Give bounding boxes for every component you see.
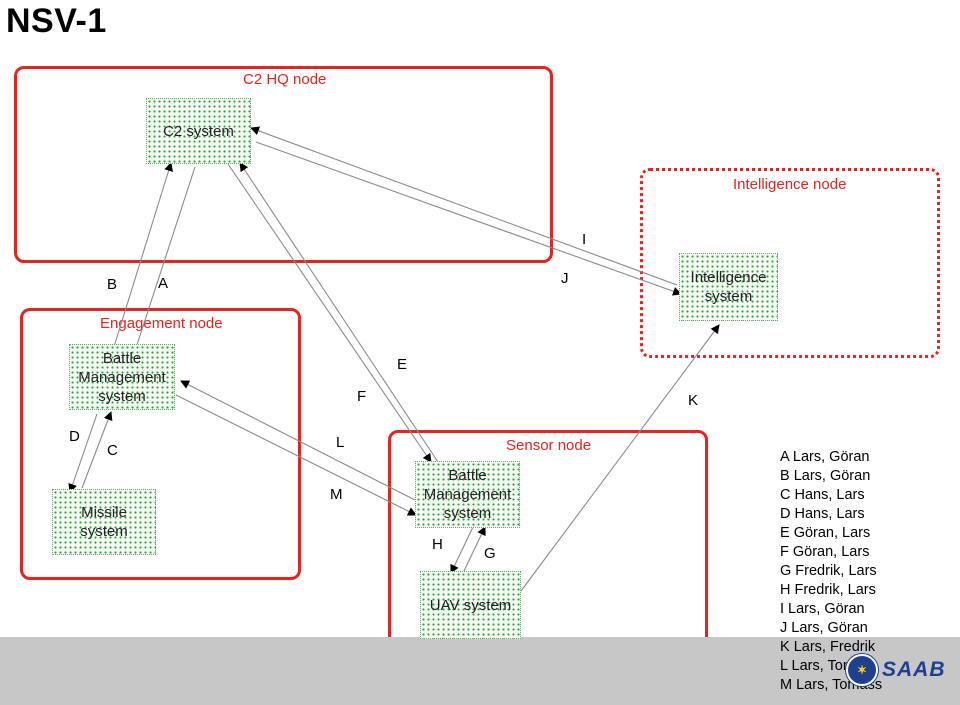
link-label-k: K	[688, 392, 699, 409]
sensor-node-label: Sensor node	[506, 437, 592, 454]
battle-management-engagement-box[interactable]: Battle Management system	[69, 344, 175, 410]
link-label-h: H	[432, 536, 443, 553]
link-label-g: G	[484, 545, 496, 562]
uav-system-box[interactable]: UAV system	[420, 571, 521, 639]
legend-item: I Lars, Göran	[780, 601, 865, 617]
saab-logo: ✶ SAAB	[846, 654, 946, 686]
legend-item: F Göran, Lars	[780, 544, 870, 560]
intelligence-system-box[interactable]: Intelligence system	[679, 253, 778, 321]
battle-management-sensor-label: Battle Management system	[423, 467, 512, 522]
link-label-c: C	[107, 442, 118, 459]
missile-system-label: Missile system	[80, 504, 128, 540]
link-label-m: M	[330, 486, 343, 503]
link-label-j: J	[561, 270, 569, 287]
legend-item: A Lars, Göran	[780, 449, 870, 465]
intelligence-system-label: Intelligence system	[690, 269, 767, 305]
legend-item: B Lars, Göran	[780, 468, 871, 484]
c2-system-label: C2 system	[163, 122, 234, 140]
link-label-a: A	[158, 275, 169, 292]
uav-system-label: UAV system	[429, 596, 512, 614]
legend-item: J Lars, Göran	[780, 620, 868, 636]
legend-item: D Hans, Lars	[780, 506, 865, 522]
engagement-node-label: Engagement node	[100, 315, 223, 332]
intelligence-node-label: Intelligence node	[733, 176, 847, 193]
link-label-i: I	[582, 231, 587, 248]
page-title: NSV-1	[6, 2, 107, 40]
legend-item: H Fredrik, Lars	[780, 582, 876, 598]
legend-item: G Fredrik, Lars	[780, 563, 877, 579]
link-label-l: L	[336, 434, 345, 451]
battle-management-sensor-box[interactable]: Battle Management system	[415, 461, 520, 528]
footer-band	[0, 637, 960, 705]
legend-item: C Hans, Lars	[780, 487, 865, 503]
link-label-d: D	[69, 428, 80, 445]
c2-system-box[interactable]: C2 system	[146, 98, 251, 164]
saab-roundel-icon: ✶	[846, 654, 878, 686]
legend-item: E Göran, Lars	[780, 525, 871, 541]
legend-item: K Lars, Fredrik	[780, 639, 876, 655]
link-label-e: E	[397, 356, 408, 373]
link-label-f: F	[357, 388, 367, 405]
saab-wordmark: SAAB	[882, 658, 946, 681]
link-label-b: B	[107, 276, 118, 293]
c2hq-node-label: C2 HQ node	[243, 71, 327, 88]
missile-system-box[interactable]: Missile system	[52, 489, 156, 555]
c2hq-node-frame	[14, 66, 553, 263]
battle-management-engagement-label: Battle Management system	[78, 349, 166, 405]
